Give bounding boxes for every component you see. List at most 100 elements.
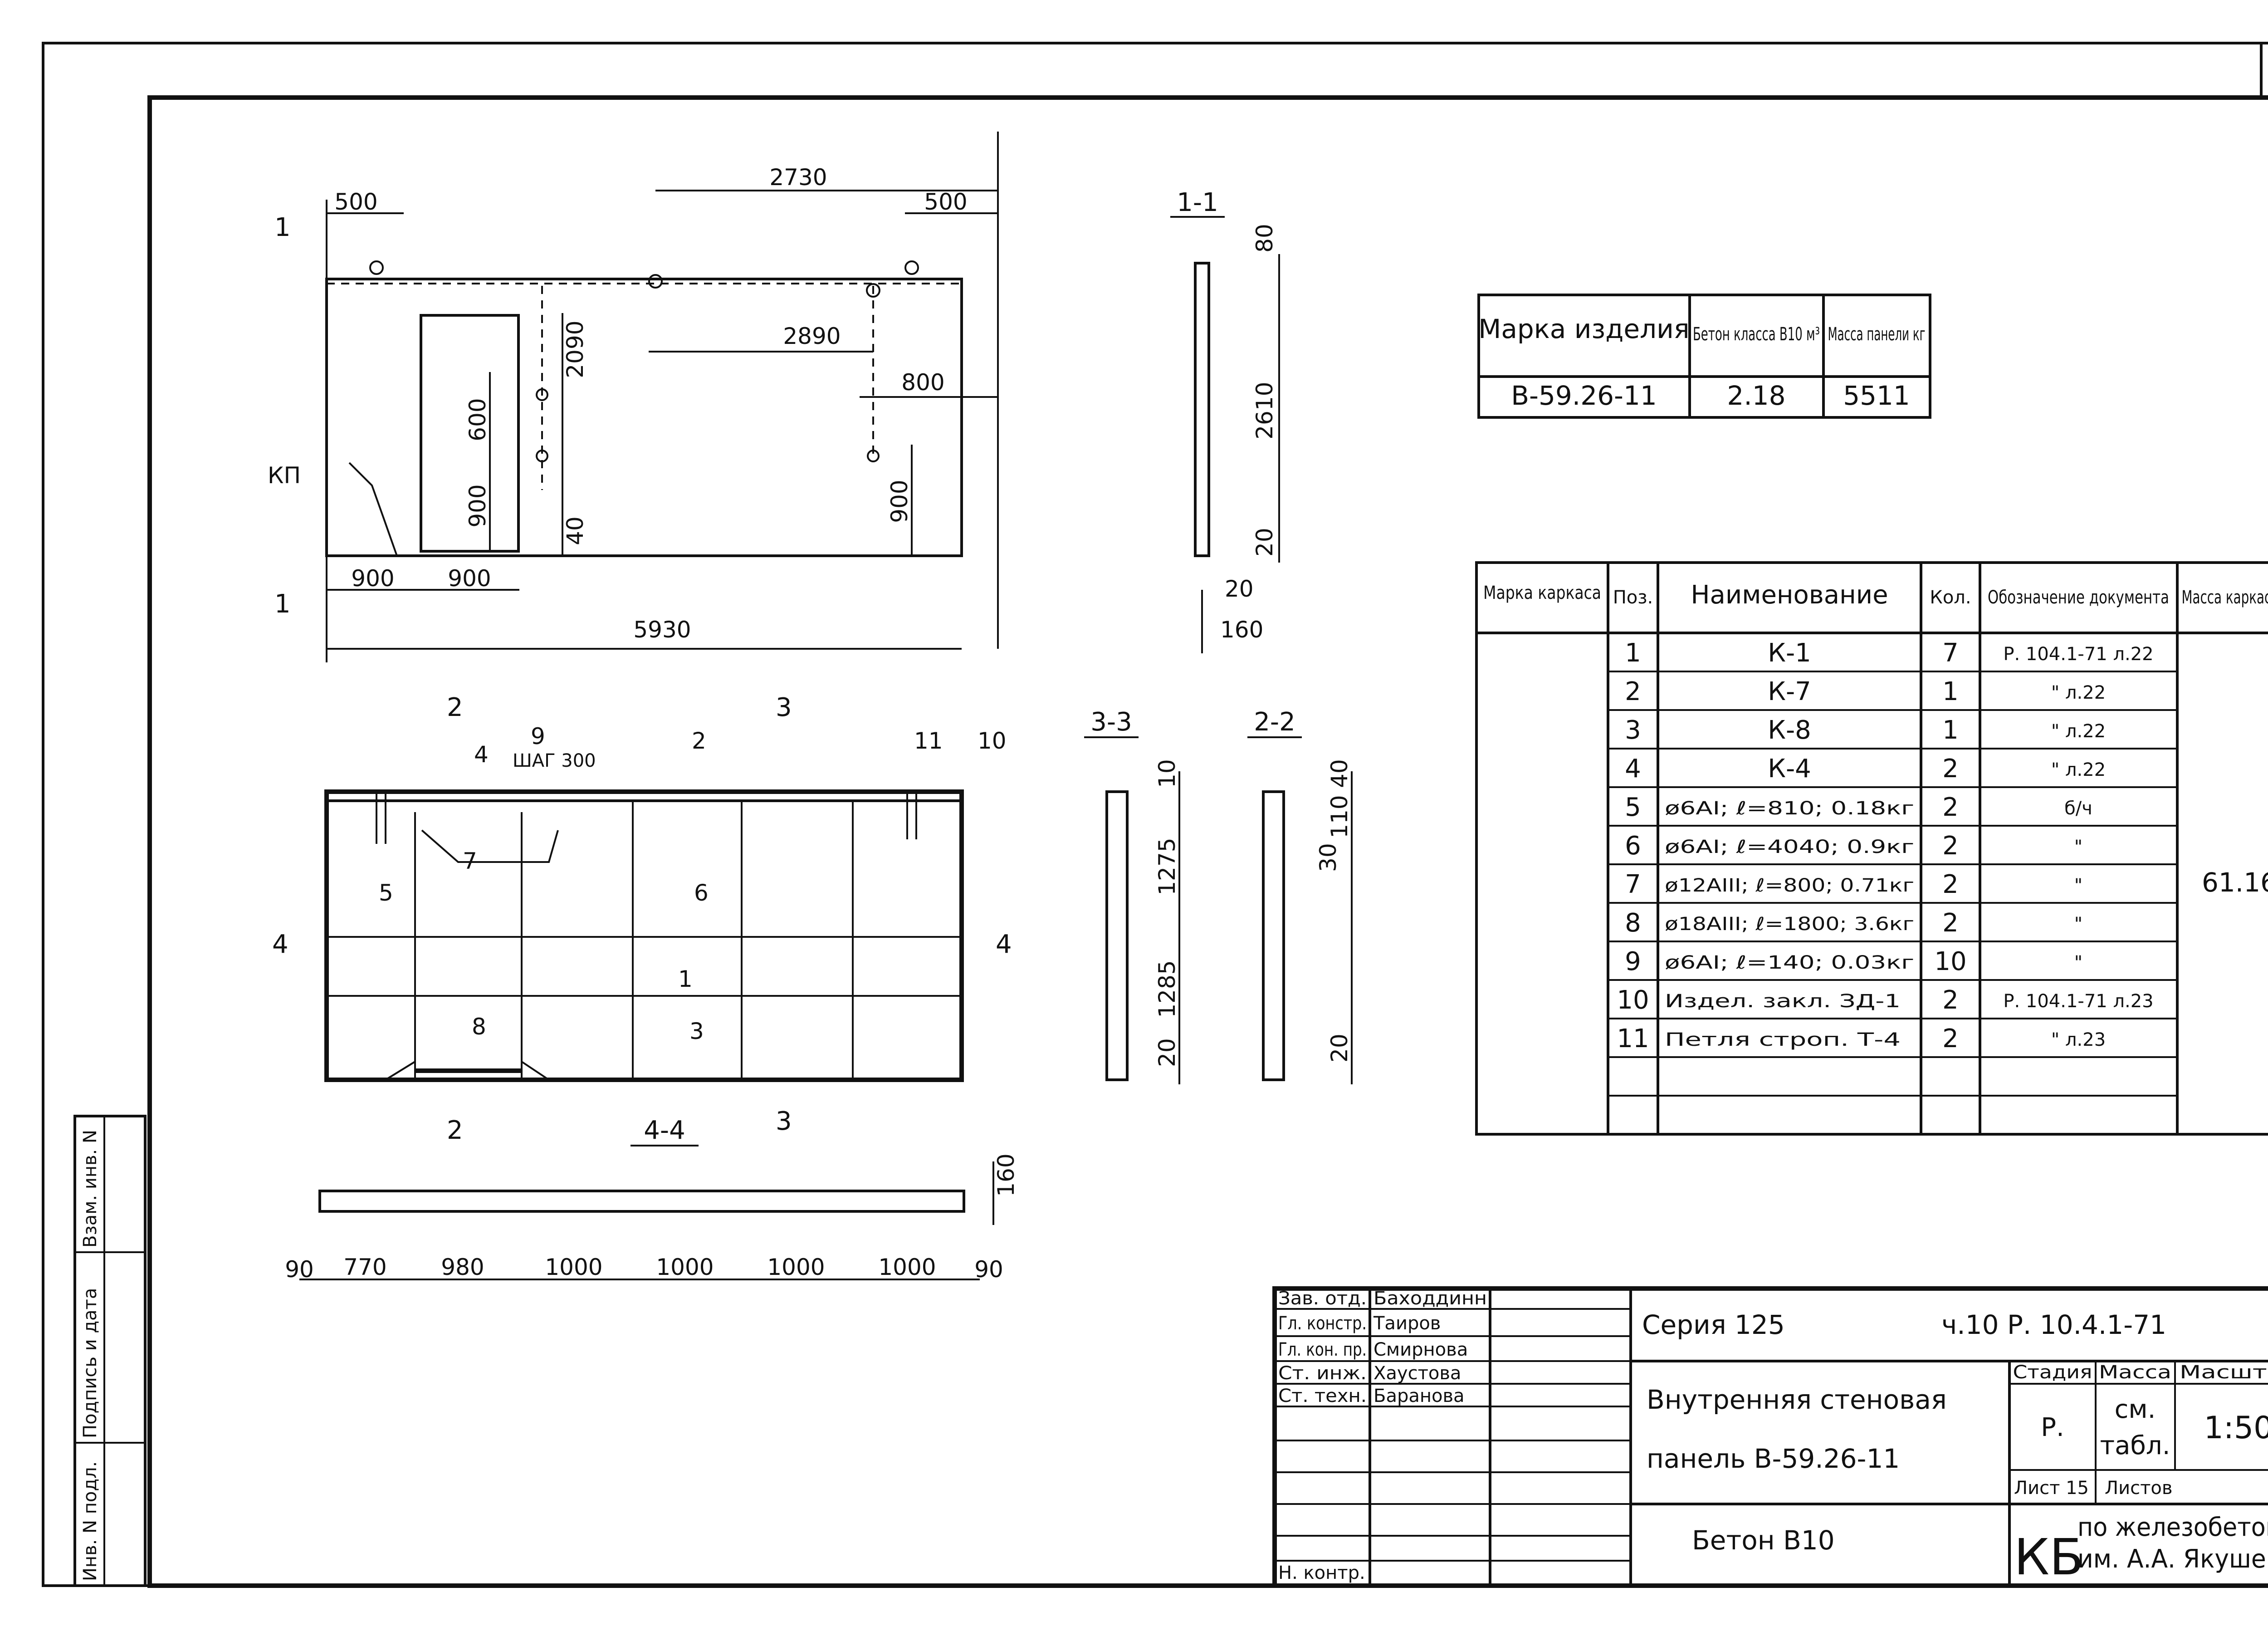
s22-dim-30: 30 <box>1315 843 1341 872</box>
callout-kp: КП <box>268 462 301 489</box>
s44-dim-90-left: 90 <box>285 1256 314 1283</box>
s11-dim-160: 160 <box>1220 617 1263 643</box>
sheet-index: Лист 15 <box>2014 1478 2089 1499</box>
sig-role-1: Зав. отд. <box>1278 1288 1367 1309</box>
concrete-class: Бетон В10 <box>1692 1525 1835 1556</box>
frame-row-8-doc: " <box>2074 914 2082 935</box>
organization-mark: КБ <box>2014 1528 2084 1586</box>
frame-row-5-doc: б/ч <box>2064 798 2092 819</box>
dim-2090: 2090 <box>562 320 588 378</box>
reinforcement-view <box>324 789 964 1082</box>
s44-dim-160: 160 <box>993 1153 1019 1196</box>
frame-row-3-qty: 1 <box>1942 715 1959 745</box>
product-header-concrete: Бетон класса В10 м³ <box>1693 324 1820 345</box>
s44-dim-90-right: 90 <box>974 1256 1003 1283</box>
frame-row-2-pos: 2 <box>1625 677 1641 706</box>
product-header-mass: Масса панели кг <box>1828 324 1926 345</box>
section-mark-3-top: 3 <box>776 693 792 722</box>
frame-row-10-qty: 2 <box>1942 985 1959 1015</box>
sig-name-2: Таиров <box>1373 1313 1441 1334</box>
drawing-title-line-1: Внутренняя стеновая <box>1647 1384 1947 1415</box>
frame-row-11-pos: 11 <box>1617 1024 1649 1053</box>
s44-dim-1000-d: 1000 <box>878 1254 936 1280</box>
section-mark-1-top: 1 <box>274 213 291 242</box>
drawing-title-line-2: панель В-59.26-11 <box>1647 1443 1900 1474</box>
frame-header-pos: Поз. <box>1613 587 1653 608</box>
frame-table-rows: 1 К-1 7 Р. 104.1-71 л.22 2 К-7 1 " л.22 … <box>1617 638 2268 1053</box>
section-mark-4-right: 4 <box>996 930 1012 959</box>
s11-dim-20a: 20 <box>1251 528 1278 557</box>
s11-dim-20b: 20 <box>1225 576 1254 602</box>
sig-role-3: Гл. кон. пр. <box>1278 1339 1367 1360</box>
scale-header: Масштаб <box>2180 1362 2268 1383</box>
frame-row-6-pos: 6 <box>1625 831 1641 861</box>
stamp-signature-date: Подпись и дата <box>80 1288 101 1438</box>
frame-row-11-name: Петля строп. Т-4 <box>1665 1029 1901 1050</box>
product-concrete-volume: 2.18 <box>1727 380 1785 411</box>
frame-row-5-name: ø6AI; ℓ=810; 0.18кг <box>1665 798 1914 819</box>
s22-dim-40: 40 <box>1326 759 1353 788</box>
pos-mark-6: 6 <box>694 880 709 906</box>
s22-dim-110: 110 <box>1326 795 1353 838</box>
section-mark-2-top: 2 <box>447 693 463 722</box>
frame-row-4-pos: 4 <box>1625 754 1641 784</box>
product-mark: В-59.26-11 <box>1511 380 1657 411</box>
dim-900-opening: 900 <box>464 484 491 527</box>
section-2-2-label: 2-2 <box>1254 707 1295 737</box>
section-mark-1-bottom: 1 <box>274 589 291 619</box>
sig-role-4: Ст. инж. <box>1278 1363 1367 1384</box>
scale-value: 1:50 <box>2204 1410 2268 1446</box>
pos-mark-9: 9 <box>531 723 545 750</box>
frame-row-7-doc: " <box>2074 875 2082 896</box>
frame-row-1-doc: Р. 104.1-71 л.22 <box>2003 644 2153 665</box>
s44-dim-1000-b: 1000 <box>656 1254 714 1280</box>
mass-header: Масса <box>2099 1362 2171 1383</box>
sig-name-1: Баходдинн <box>1374 1288 1487 1309</box>
frame-header-name: Наименование <box>1691 580 1888 610</box>
dim-900-bottom-2: 900 <box>448 565 491 592</box>
s44-dim-1000-c: 1000 <box>767 1254 825 1280</box>
frame-row-3-name: К-8 <box>1768 715 1811 745</box>
title-block-text: Серия 125 ч.10 Р. 10.4.1-71 Внутренняя с… <box>1642 1309 2268 1586</box>
reinforcement-marks: 2 3 2 3 4 4 4 9 ШАГ 300 2 11 10 5 6 7 1 … <box>272 693 1012 1145</box>
pos-mark-10: 10 <box>978 728 1007 754</box>
dim-40: 40 <box>562 516 588 545</box>
s44-dim-770: 770 <box>343 1254 386 1280</box>
section-1-1: 1-1 80 2610 20 20 160 <box>1170 188 1280 653</box>
frame-row-6-doc: " <box>2074 837 2082 857</box>
frame-row-7-pos: 7 <box>1625 870 1641 899</box>
organization-line-1: по железобетону <box>2077 1513 2268 1542</box>
dim-900-right: 900 <box>886 480 913 523</box>
sheets-total-label: Листов <box>2105 1478 2172 1499</box>
s44-dim-980: 980 <box>441 1254 484 1280</box>
s11-dim-2610: 2610 <box>1251 382 1278 439</box>
frame-row-11-doc: " л.23 <box>2051 1029 2106 1050</box>
product-mass: 5511 <box>1843 380 1910 411</box>
sheet-frame <box>42 42 2268 1588</box>
pos-mark-11: 11 <box>914 728 943 754</box>
frame-table-grid <box>1475 561 2268 1136</box>
sig-name-5: Баранова <box>1374 1386 1465 1406</box>
mass-value-line-2: табл. <box>2100 1431 2170 1460</box>
frame-header-mark: Марка каркаса <box>1483 583 1601 603</box>
section-mark-2-bottom: 2 <box>447 1116 463 1145</box>
frame-row-11-qty: 2 <box>1942 1024 1959 1053</box>
frame-row-10-pos: 10 <box>1617 985 1649 1015</box>
sig-role-2: Гл. констр. <box>1278 1313 1367 1334</box>
series: Серия 125 <box>1642 1309 1785 1340</box>
frame-row-10-name: Издел. закл. ЗД-1 <box>1665 991 1901 1012</box>
frame-row-7-qty: 2 <box>1942 870 1959 899</box>
frame-row-4-name: К-4 <box>1768 754 1811 784</box>
section-1-1-label: 1-1 <box>1177 188 1218 217</box>
pos-mark-5: 5 <box>379 880 393 906</box>
frame-row-9-name: ø6AI; ℓ=140; 0.03кг <box>1665 952 1914 973</box>
frame-row-3-doc: " л.22 <box>2051 721 2106 742</box>
frame-row-2-doc: " л.22 <box>2051 682 2106 703</box>
dim-2730: 2730 <box>769 164 827 191</box>
frame-row-9-doc: " <box>2074 952 2082 973</box>
frame-row-9-pos: 9 <box>1625 947 1641 976</box>
sig-name-3: Смирнова <box>1374 1339 1468 1360</box>
dim-500-right: 500 <box>924 189 967 215</box>
title-block-grid <box>1272 1286 2268 1588</box>
frame-header-doc: Обозначение документа <box>1988 587 2169 608</box>
